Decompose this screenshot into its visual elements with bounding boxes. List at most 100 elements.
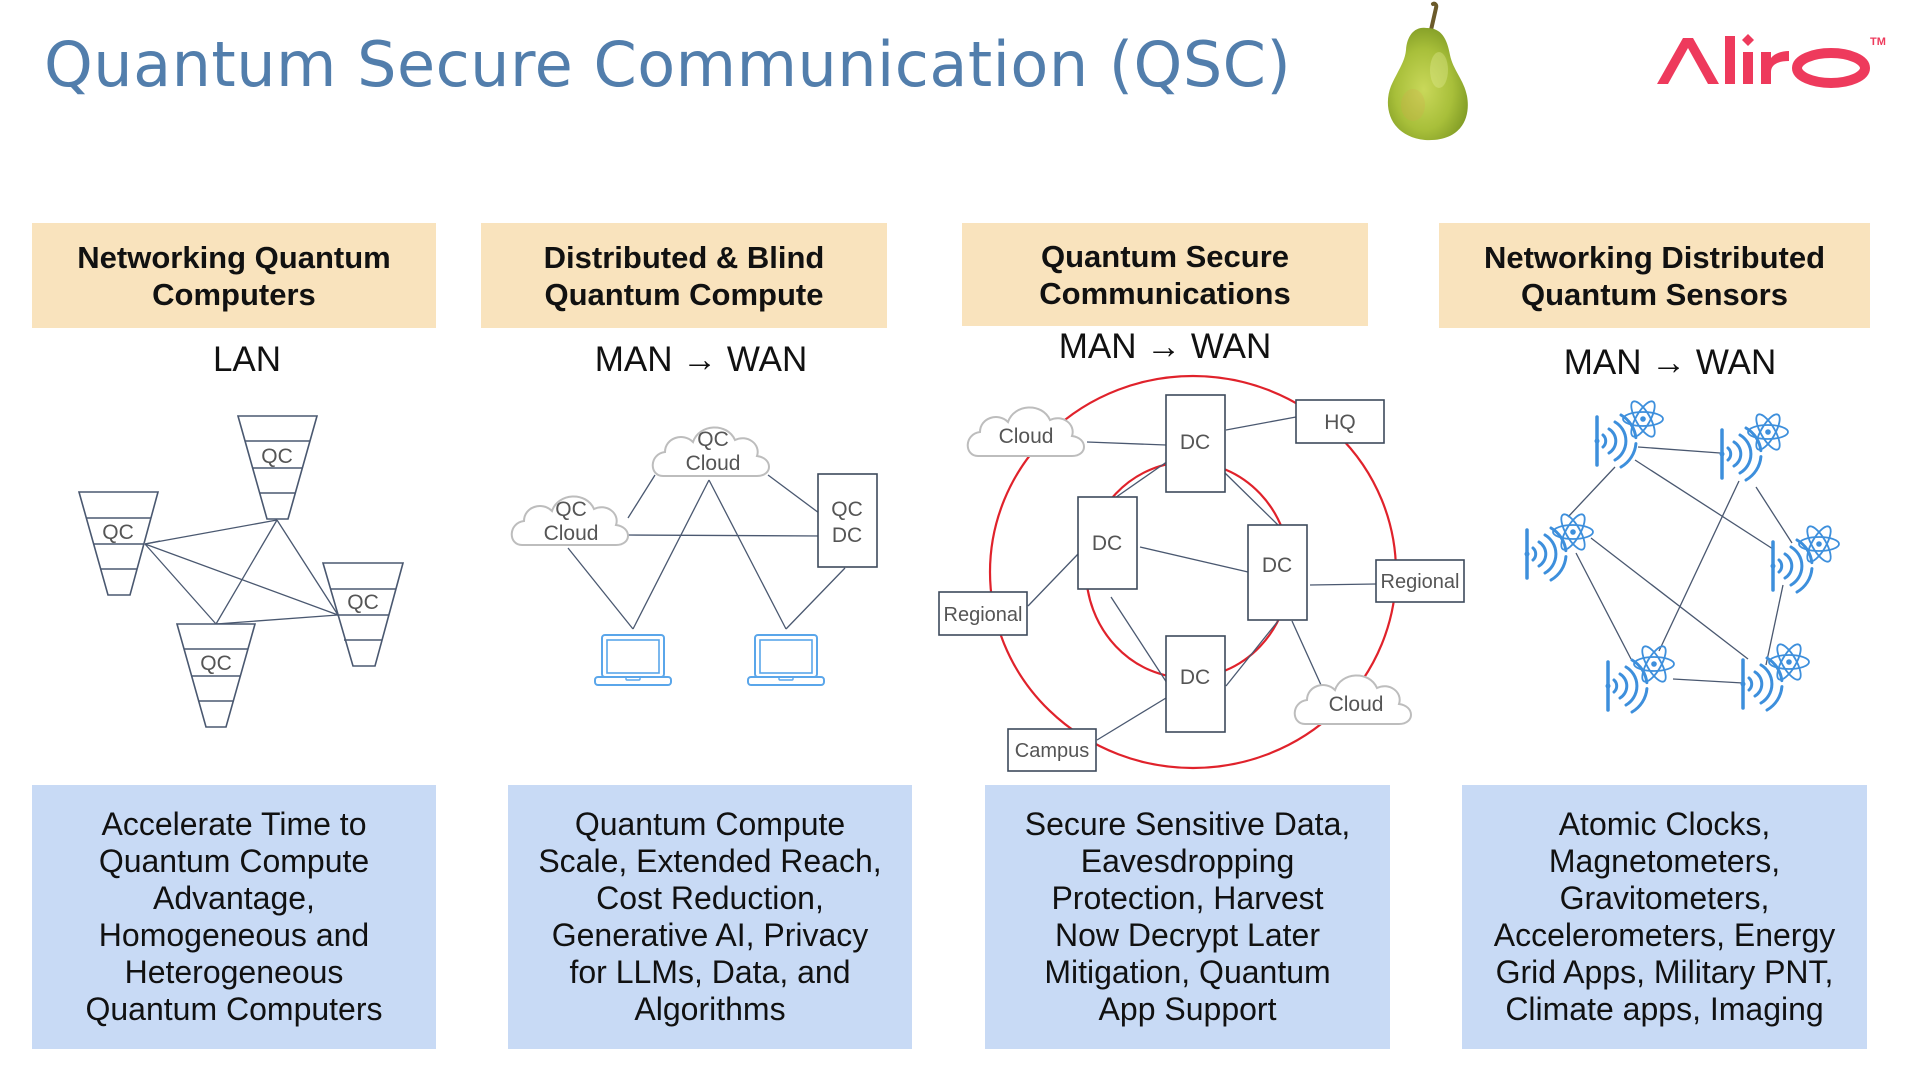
scope-label-lan: LAN xyxy=(212,340,282,379)
campus-label: Campus xyxy=(1015,740,1089,762)
dc-box xyxy=(1165,635,1226,733)
description-line: Mitigation, Quantum xyxy=(1044,954,1331,990)
quantum-sensor-icon xyxy=(1768,521,1841,594)
dc-label: DC xyxy=(1180,431,1210,454)
link xyxy=(1096,697,1167,741)
description-networking-quantum-computers: Accelerate Time to Quantum Compute Advan… xyxy=(32,785,436,1049)
description-line: Secure Sensitive Data, xyxy=(1024,806,1351,842)
dc-box xyxy=(1165,394,1226,493)
campus-box xyxy=(1007,728,1097,772)
description-line: Heterogeneous xyxy=(124,954,344,990)
link xyxy=(1111,460,1169,501)
description-line: App Support xyxy=(1098,991,1277,1027)
link xyxy=(1672,678,1744,684)
qc-node-label: QC xyxy=(200,652,232,675)
qc-node-label: QC xyxy=(102,521,134,544)
link xyxy=(625,534,824,537)
description-networking-distributed-sensors: Atomic Clocks, Magnetometers, Gravitomet… xyxy=(1462,785,1867,1049)
description-line: Homogeneous and xyxy=(98,917,370,953)
cloud-label: QC xyxy=(555,498,587,521)
description-line: for LLMs, Data, and xyxy=(569,954,851,990)
link xyxy=(1086,441,1167,446)
link xyxy=(1755,486,1793,544)
header-line: Communications xyxy=(1039,275,1291,311)
link xyxy=(785,567,846,630)
scope-label-man-wan: MAN → WAN xyxy=(594,340,808,379)
qc-node-bottom xyxy=(175,623,257,728)
lan-links xyxy=(144,519,339,625)
laptop-icon xyxy=(594,634,672,686)
link xyxy=(215,519,278,625)
description-distributed-blind-compute: Quantum Compute Scale, Extended Reach, C… xyxy=(508,785,912,1049)
dc-label: QC xyxy=(831,498,863,521)
description-line: Scale, Extended Reach, xyxy=(538,843,882,879)
qc-node-label: QC xyxy=(261,445,293,468)
link xyxy=(1291,620,1327,697)
link xyxy=(144,519,278,545)
dc-label: DC xyxy=(832,524,862,547)
link xyxy=(1027,552,1080,607)
trademark-label: TM xyxy=(1870,36,1886,48)
cloud-label: Cloud xyxy=(1329,693,1384,716)
qc-node-label: QC xyxy=(347,591,379,614)
quantum-sensor-icon xyxy=(1592,396,1665,469)
link xyxy=(708,479,787,630)
link xyxy=(627,474,656,519)
link xyxy=(1224,472,1279,526)
description-line: Quantum Compute xyxy=(574,806,846,842)
link xyxy=(1110,596,1168,684)
header-line: Distributed & Blind xyxy=(543,239,825,275)
link xyxy=(1765,584,1784,666)
description-line: Now Decrypt Later xyxy=(1055,917,1320,953)
dc-box xyxy=(1247,524,1308,621)
scope-label-man-wan: MAN → WAN xyxy=(1563,343,1777,382)
description-line: Advantage, xyxy=(153,880,315,916)
dc-box xyxy=(1077,496,1138,590)
inner-ring xyxy=(1084,460,1292,680)
link xyxy=(1658,480,1740,652)
page-title: Quantum Secure Communication (QSC) xyxy=(44,28,1292,101)
cloud-label: Cloud xyxy=(999,425,1054,448)
dc-label: DC xyxy=(1180,666,1210,689)
description-line: Protection, Harvest xyxy=(1051,880,1324,916)
quantum-sensor-icon xyxy=(1522,509,1595,582)
qc-cloud-top xyxy=(651,426,770,477)
description-line: Algorithms xyxy=(634,991,786,1027)
link xyxy=(567,547,634,630)
hq-box xyxy=(1295,399,1385,444)
scope-label-man-wan: MAN → WAN xyxy=(1058,327,1272,366)
description-line: Magnetometers, xyxy=(1548,843,1781,879)
qc-node-right xyxy=(321,562,405,667)
link xyxy=(1637,446,1721,454)
link xyxy=(1309,583,1377,586)
dc-label: DC xyxy=(1262,554,1292,577)
link xyxy=(215,614,339,625)
pear-icon xyxy=(1387,1,1468,141)
description-line: Cost Reduction, xyxy=(596,880,824,916)
description-line: Climate apps, Imaging xyxy=(1505,991,1824,1027)
laptop-icon xyxy=(747,634,825,686)
link xyxy=(1567,466,1616,518)
qc-node-left xyxy=(77,491,160,596)
regional-label: Regional xyxy=(1381,571,1460,593)
link xyxy=(1225,416,1297,431)
cloud-top-left xyxy=(966,406,1085,457)
header-line: Networking Quantum xyxy=(77,239,391,275)
hq-label: HQ xyxy=(1324,411,1356,434)
link xyxy=(1634,459,1774,550)
quantum-sensor-icon xyxy=(1603,641,1676,714)
cloud-label: QC xyxy=(697,428,729,451)
link xyxy=(276,519,339,616)
quantum-sensor-icon xyxy=(1738,639,1811,712)
link xyxy=(1590,537,1749,660)
quantum-sensor-icon xyxy=(1717,409,1790,482)
description-line: Accelerate Time to xyxy=(101,806,367,842)
description-line: Atomic Clocks, xyxy=(1558,806,1771,842)
link xyxy=(1575,552,1632,660)
header-line: Quantum Sensors xyxy=(1520,276,1788,312)
qc-node-top xyxy=(236,415,319,520)
cloud-bottom-right xyxy=(1293,674,1412,725)
